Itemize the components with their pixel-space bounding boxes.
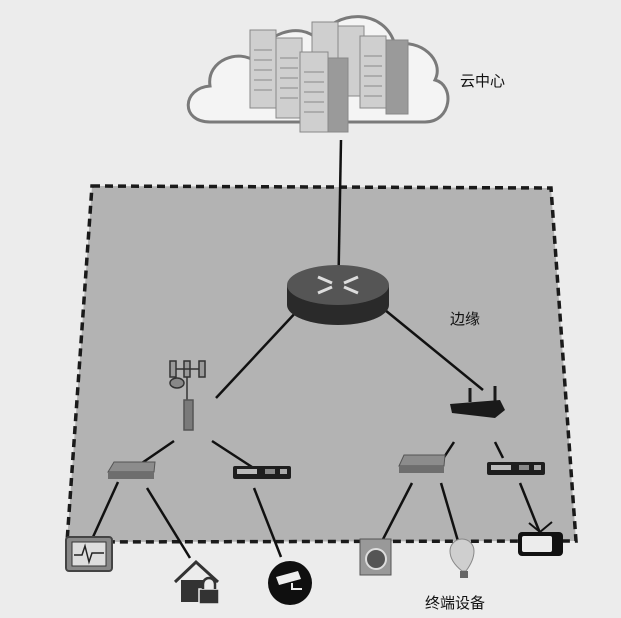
tv-icon: [518, 521, 563, 556]
link-tower-gateway: [211, 439, 253, 469]
washing-machine-icon: [359, 538, 392, 576]
cloud-center-label: 云中心: [460, 72, 506, 90]
wifi-router-icon: [450, 386, 505, 418]
router-icon: [287, 265, 389, 325]
smart-home-lock-icon: [173, 559, 220, 605]
cell-tower-icon: [169, 360, 206, 431]
link-switch-home: [145, 487, 192, 559]
link-wifi-gateway: [493, 441, 505, 459]
light-bulb-icon: [449, 538, 475, 578]
switch-icon: [107, 461, 156, 479]
server-rack-icon: [249, 21, 409, 133]
link-tower-switch: [138, 439, 175, 467]
gateway-icon: [233, 466, 291, 479]
monitor-device-icon: [65, 536, 113, 572]
gateway-icon: [487, 462, 545, 475]
link-gateway-tv: [518, 482, 544, 539]
terminal-devices-label: 终端设备: [425, 594, 486, 612]
switch-icon: [398, 454, 446, 473]
edge-region: [65, 184, 578, 544]
security-camera-icon: [268, 561, 312, 605]
link-switch-washer: [378, 482, 414, 546]
link-router-tower: [215, 309, 299, 399]
link-router-wifi: [384, 309, 484, 391]
link-gateway-camera: [252, 487, 283, 558]
edge-label: 边缘: [450, 310, 481, 328]
link-switch-bulb: [439, 482, 462, 549]
